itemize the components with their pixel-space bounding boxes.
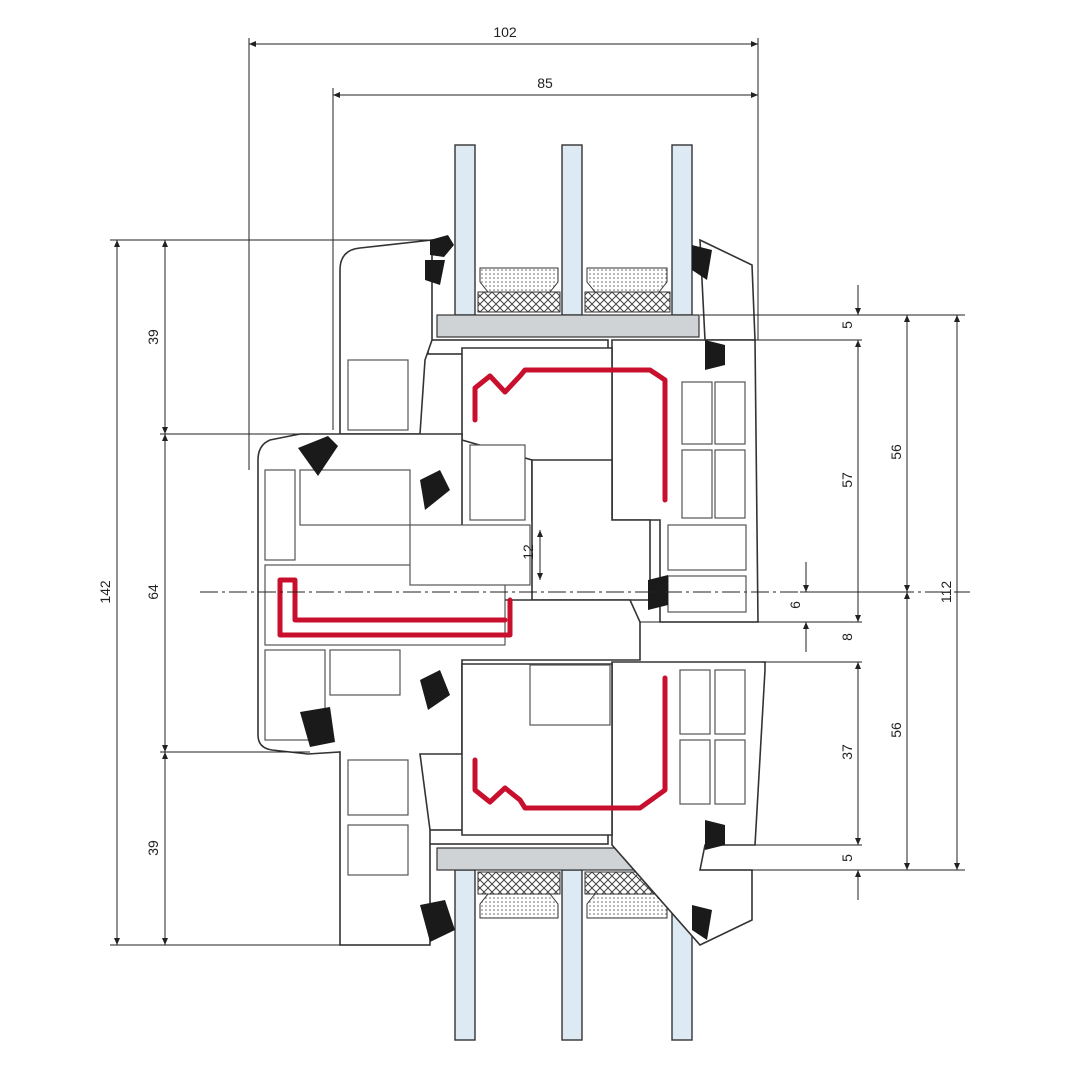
sash-bottom xyxy=(461,661,766,946)
gaskets xyxy=(298,235,725,942)
extension-lines xyxy=(110,38,970,946)
dim-left-middle: 64 xyxy=(145,584,161,600)
dim-right-8: 8 xyxy=(839,633,855,641)
dim-right-top-5: 5 xyxy=(839,321,855,329)
dim-total-height: 142 xyxy=(97,580,113,604)
dim-right-6: 6 xyxy=(787,601,803,609)
dim-left-top: 39 xyxy=(145,329,161,345)
dim-right-57: 57 xyxy=(839,472,855,488)
glazing-block-top xyxy=(436,314,700,338)
glass-top xyxy=(454,144,693,316)
dimension-labels: 102 85 142 39 64 39 12 5 57 56 112 6 8 3… xyxy=(97,24,954,862)
dim-overall-depth: 102 xyxy=(493,24,517,40)
dim-frame-depth: 85 xyxy=(537,75,553,91)
dim-inner-gap: 12 xyxy=(520,544,536,560)
dim-right-112: 112 xyxy=(938,581,954,604)
dim-right-37: 37 xyxy=(839,744,855,760)
dim-right-bottom-5: 5 xyxy=(839,854,855,862)
dim-right-56-bottom: 56 xyxy=(888,722,904,738)
frame xyxy=(257,433,641,946)
dimension-lines xyxy=(114,41,960,945)
dim-left-bottom: 39 xyxy=(145,840,161,856)
dim-right-56-top: 56 xyxy=(888,444,904,460)
